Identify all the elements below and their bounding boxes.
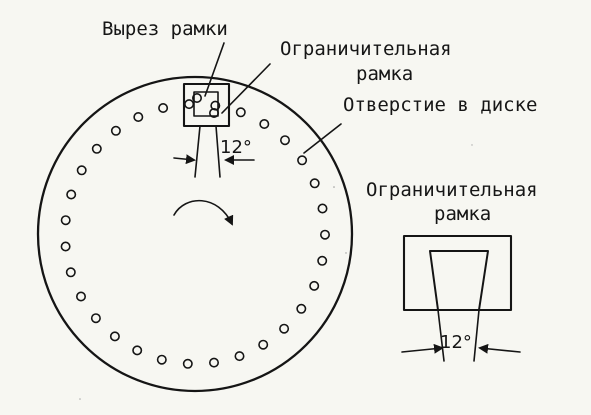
- disk-hole-9: [317, 255, 328, 266]
- disk-hole-layer: [60, 99, 330, 369]
- disk-hole-8: [319, 229, 330, 240]
- frame-cutout-label: Вырез рамки: [102, 18, 228, 40]
- detail-angle-left-arrow: [401, 343, 444, 354]
- disk-hole-23: [60, 241, 71, 252]
- disk-hole-30: [158, 103, 169, 114]
- disk-frame-cutout-window: [193, 91, 219, 117]
- disk-hole-17: [156, 354, 167, 365]
- disk-hole-20: [90, 313, 101, 324]
- detail-angle-right-arrow: [478, 343, 521, 354]
- disk-hole-11: [296, 303, 307, 314]
- disk-hole-19: [109, 331, 120, 342]
- disk-hole-31: [184, 99, 195, 110]
- disk-angle-left-arrow: [173, 154, 196, 165]
- disk-frame-right-ray: [215, 125, 221, 178]
- disk-limiting-frame: 12°: [173, 82, 255, 178]
- disk-hole-28: [110, 125, 121, 136]
- detail-angle-label: 12°: [440, 332, 472, 353]
- detail-frame-right-ray: [473, 309, 480, 362]
- disk-hole-1: [210, 100, 221, 111]
- disk-hole-29: [133, 112, 144, 123]
- disk-hole-27: [91, 143, 102, 154]
- disk-hole-24: [60, 215, 71, 226]
- disk-hole-16: [182, 358, 193, 369]
- disk-hole-callout-line: [303, 123, 342, 154]
- disk-frame-hole-right: [209, 108, 220, 119]
- rotating-disk: [36, 75, 354, 393]
- disk-hole-4: [279, 135, 290, 146]
- callout-lines: [204, 42, 342, 154]
- detail-frame-window: [429, 250, 489, 311]
- frame-cutout-callout-line: [204, 42, 225, 97]
- disk-frame-hole-left: [192, 93, 203, 104]
- rotation-arrow: [173, 199, 234, 226]
- enlarged-limiting-frame: Ограничительная рамка 12°: [366, 179, 538, 362]
- disk-hole-6: [309, 178, 320, 189]
- detail-frame-outer: [402, 234, 513, 312]
- disk-angle-label: 12°: [220, 137, 252, 158]
- disk-hole-22: [65, 267, 76, 278]
- disk-hole-14: [234, 351, 245, 362]
- disk-hole-12: [279, 323, 290, 334]
- top-labels: Вырез рамки Ограничительная рамка Отверс…: [102, 18, 537, 116]
- limiting-frame-top-label-line2: рамка: [356, 63, 413, 85]
- limiting-frame-top-label-line1: Ограничительная: [280, 38, 452, 60]
- limiting-frame-detail-label-line2: рамка: [434, 203, 491, 225]
- limiting-frame-callout-line: [221, 63, 271, 114]
- paper-noise: [79, 26, 473, 400]
- disk-hole-13: [258, 339, 269, 350]
- disk-hole-25: [66, 189, 77, 200]
- disk-hole-21: [76, 291, 87, 302]
- disk-hole-2: [235, 107, 246, 118]
- disk-hole-label: Отверстие в диске: [343, 94, 537, 116]
- disk-hole-18: [132, 345, 143, 356]
- disk-hole-5: [297, 155, 308, 166]
- disk-outline: [36, 75, 354, 393]
- disk-frame-left-ray: [194, 125, 201, 178]
- disk-hole-10: [309, 280, 320, 291]
- limiting-frame-detail-label-line1: Ограничительная: [366, 179, 538, 201]
- disk-hole-15: [209, 357, 220, 368]
- disk-hole-7: [317, 203, 328, 214]
- disk-hole-26: [76, 165, 87, 176]
- disk-hole-3: [259, 119, 270, 130]
